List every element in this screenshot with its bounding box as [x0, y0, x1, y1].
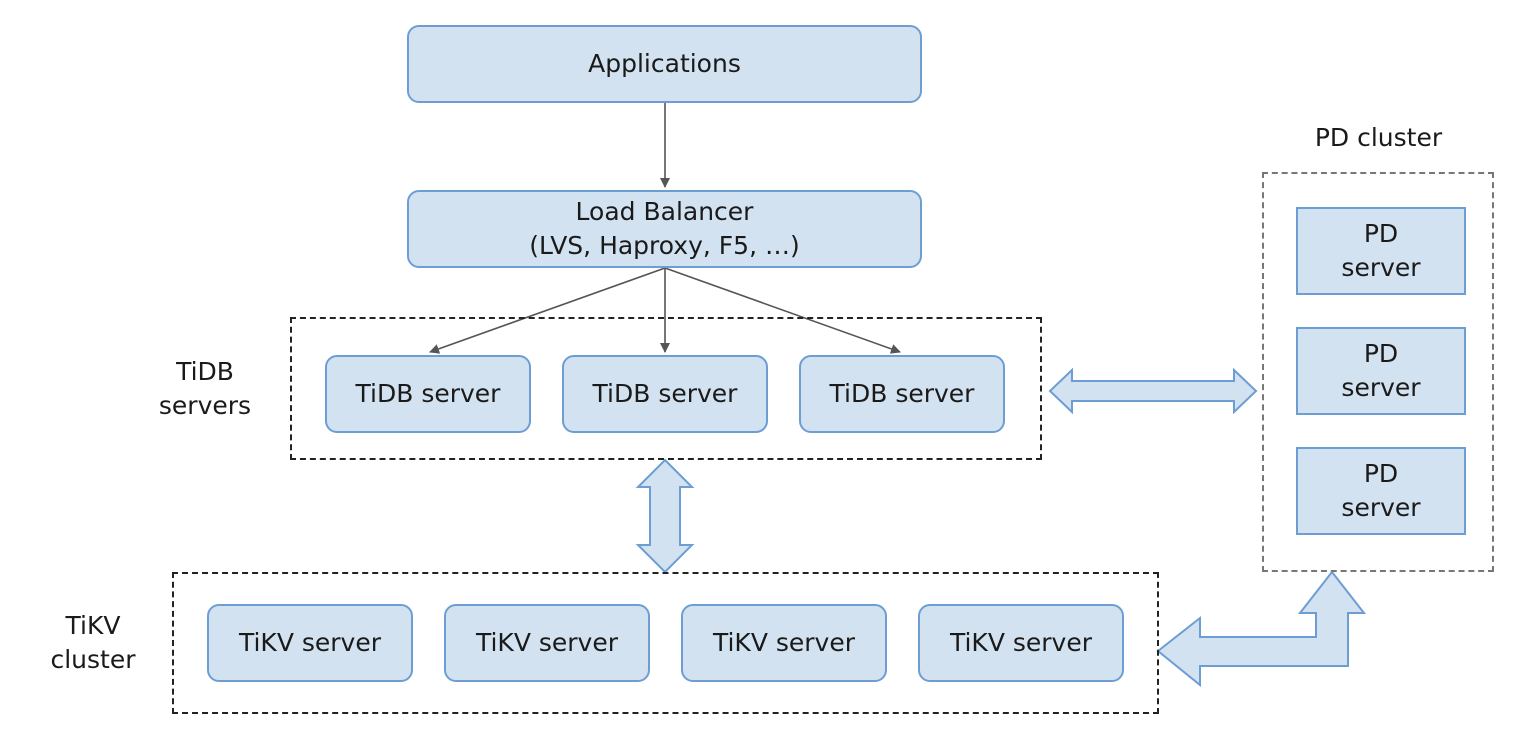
tikv-cluster-group [172, 572, 1159, 714]
double-arrow-tikv-pd [1156, 570, 1367, 688]
tidb-server-2: TiDB server [562, 355, 768, 433]
tikv-server-label: TiKV server [712, 628, 856, 657]
tikv-server-2: TiKV server [444, 604, 650, 682]
pd-server-2: PD server [1296, 327, 1466, 415]
pd-server-label-line2: server [1341, 493, 1421, 522]
tikv-server-1: TiKV server [207, 604, 413, 682]
tidb-server-1: TiDB server [325, 355, 531, 433]
tidb-group-label-line2: servers [158, 391, 252, 420]
pd-server-label-line1: PD [1363, 219, 1399, 248]
load-balancer-subtitle: (LVS, Haproxy, F5, …) [529, 231, 800, 260]
pd-server-label-line1: PD [1363, 459, 1399, 488]
tikv-server-3: TiKV server [681, 604, 887, 682]
applications-label: Applications [588, 49, 741, 78]
tikv-server-label: TiKV server [949, 628, 1093, 657]
pd-server-3: PD server [1296, 447, 1466, 535]
double-arrow-tidb-tikv [635, 458, 695, 574]
tidb-server-label: TiDB server [829, 379, 975, 408]
pd-server-1: PD server [1296, 207, 1466, 295]
load-balancer-title: Load Balancer [575, 197, 754, 226]
tidb-server-3: TiDB server [799, 355, 1005, 433]
pd-cluster-group-label: PD cluster [1314, 123, 1443, 152]
applications-node: Applications [407, 25, 922, 103]
tikv-server-label: TiKV server [238, 628, 382, 657]
pd-server-label-line1: PD [1363, 339, 1399, 368]
tikv-group-label-line1: TiKV [65, 611, 121, 640]
tidb-servers-group [290, 317, 1042, 460]
tidb-group-label-line1: TiDB [176, 357, 234, 386]
tidb-server-label: TiDB server [592, 379, 738, 408]
tikv-group-label-line2: cluster [50, 645, 136, 674]
tikv-server-4: TiKV server [918, 604, 1124, 682]
tikv-server-label: TiKV server [475, 628, 619, 657]
tikv-cluster-group-label: TiKV cluster [38, 609, 148, 677]
pd-server-label-line2: server [1341, 373, 1421, 402]
pd-server-label-line2: server [1341, 253, 1421, 282]
tidb-servers-group-label: TiDB servers [150, 355, 260, 423]
tidb-server-label: TiDB server [355, 379, 501, 408]
double-arrow-tidb-pd [1048, 367, 1258, 415]
pd-cluster-group [1262, 172, 1494, 572]
arrow-load-balancer-to-tidb-server-3 [664, 267, 901, 354]
arrow-load-balancer-to-tidb-server-1 [429, 267, 666, 354]
load-balancer-node: Load Balancer (LVS, Haproxy, F5, …) [407, 190, 922, 268]
